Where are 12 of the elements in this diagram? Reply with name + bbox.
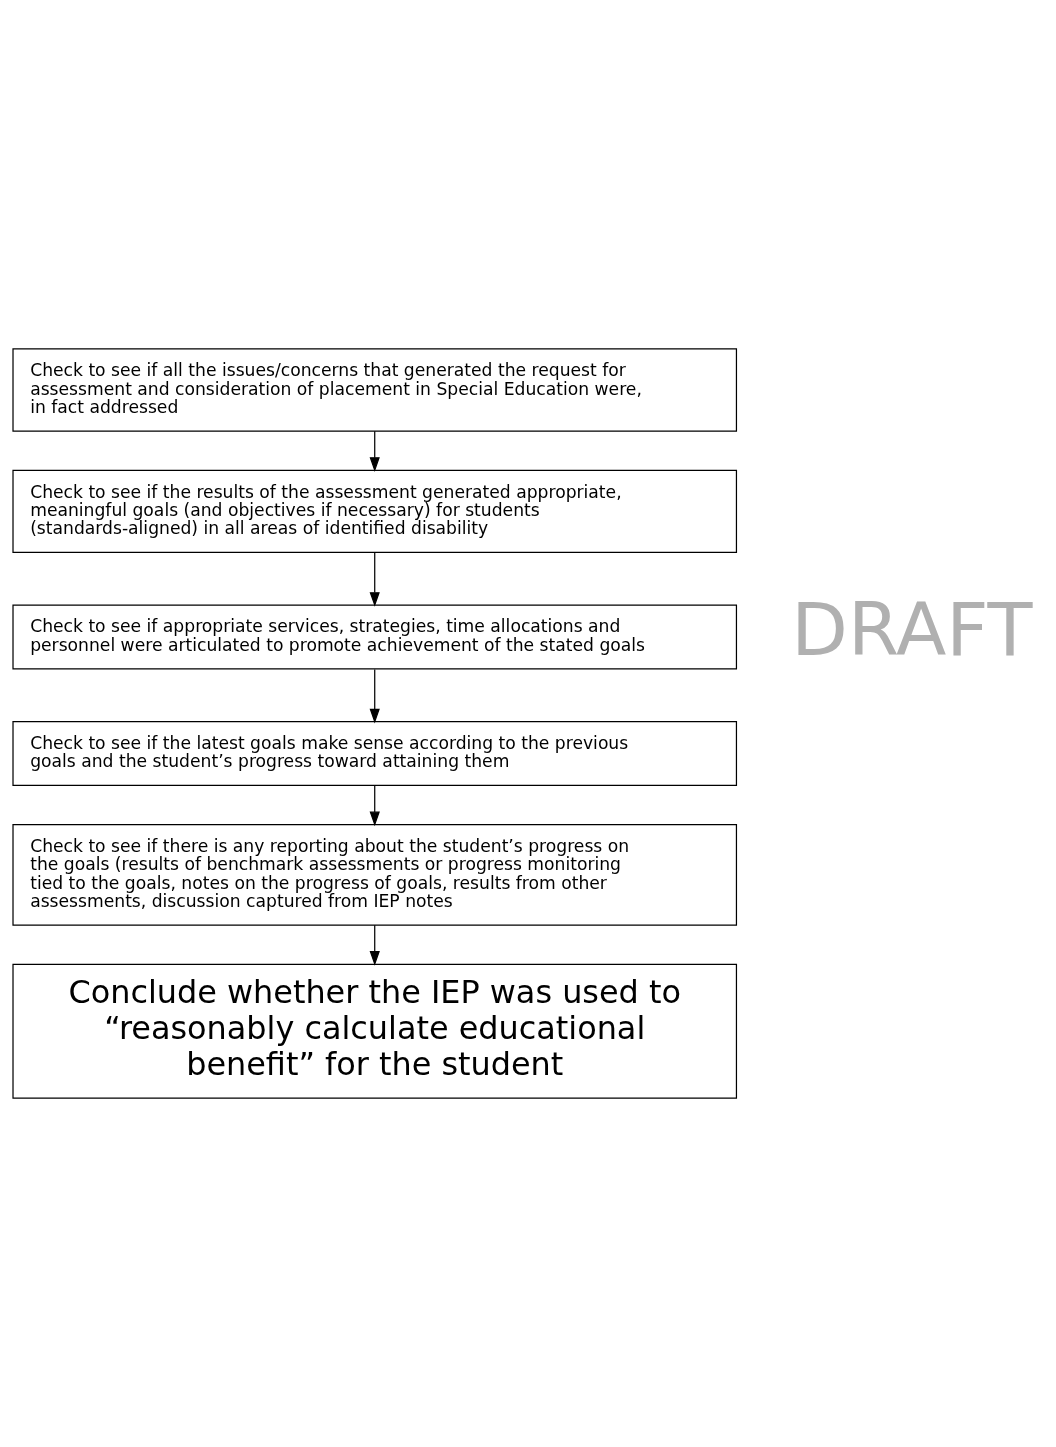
node-box: Check to see if the results of the assessment generated appropriate, meaningful goals (and objectives if necessary) for students (standards-aligned) in all areas of identified disability xyxy=(12,469,738,554)
arrow xyxy=(369,668,380,724)
node-box: Check to see if appropriate services, strategies, time allocations and personnel were articulated to promote achievement of the stated goals xyxy=(12,604,738,670)
node-box: Check to see if the latest goals make sense according to the previous goals and the student’s progress toward attaining them xyxy=(12,721,738,787)
node-box: Check to see if there is any reporting about the student’s progress on the goals (results of benchmark assessments or progress monitoring tied to the goals, notes on the progress of goals, results from other assessments, discussion captured from IEP notes xyxy=(12,824,738,926)
arrow xyxy=(369,552,380,607)
arrow xyxy=(369,430,380,472)
node-box: Check to see if all the issues/concerns that generated the request for assessment and consideration of placement in Special Education were, in fact addressed xyxy=(12,348,738,432)
label: DRAFT xyxy=(791,587,1033,673)
node-box: Conclude whether the IEP was used to “reasonably calculate educational benefit” for the student xyxy=(12,963,738,1099)
arrow xyxy=(369,924,380,966)
arrow xyxy=(369,785,380,827)
